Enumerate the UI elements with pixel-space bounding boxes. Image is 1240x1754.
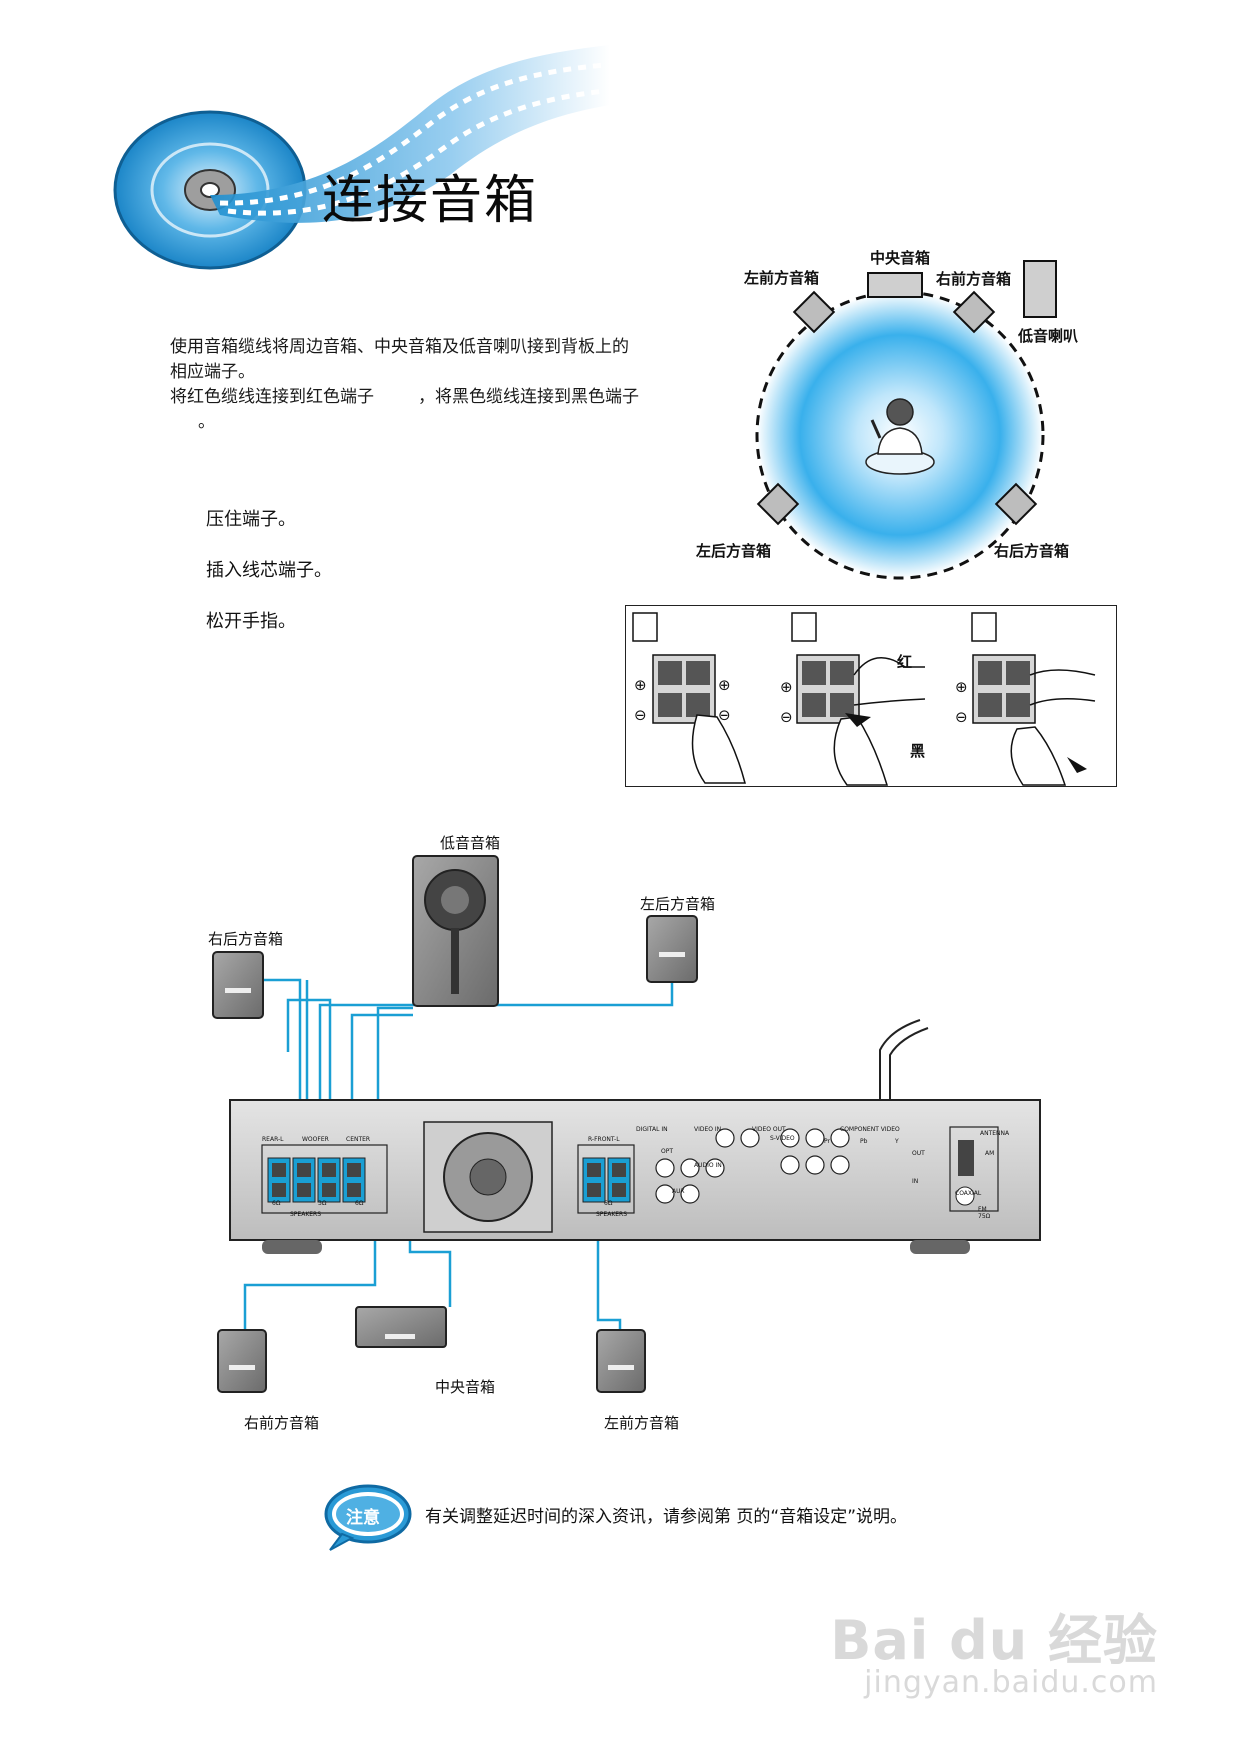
finger-3 bbox=[1010, 726, 1067, 786]
panel-label-video-out: VIDEO OUT bbox=[752, 1126, 786, 1133]
terminal-block-3 bbox=[972, 654, 1096, 724]
wire-label-black: 黑 bbox=[910, 742, 926, 760]
conn-label-rear-left: 左后方音箱 bbox=[640, 895, 716, 913]
receiver-back-panel bbox=[229, 1019, 1041, 1254]
rear-left-speaker bbox=[646, 915, 698, 983]
front-left-speaker bbox=[596, 1329, 646, 1393]
terminal-block-1 bbox=[652, 654, 716, 724]
conn-label-front-right: 右前方音箱 bbox=[244, 1414, 320, 1432]
panel-label-pb: Pb bbox=[860, 1138, 868, 1145]
layout-label-front-right: 右前方音箱 bbox=[936, 270, 1012, 288]
step-1: 压住端子。 bbox=[206, 509, 296, 530]
layout-label-rear-left: 左后方音箱 bbox=[696, 542, 772, 560]
conn-label-subwoofer: 低音音箱 bbox=[440, 834, 501, 852]
terminal-diagram-frame bbox=[625, 605, 1117, 787]
panel-label-fm: FM bbox=[978, 1206, 987, 1213]
conn-label-center: 中央音箱 bbox=[435, 1378, 496, 1396]
layout-label-front-left: 左前方音箱 bbox=[744, 269, 820, 287]
front-right-speaker-box bbox=[952, 290, 996, 334]
intro-line-1: 使用音箱缆线将周边音箱、中央音箱及低音喇叭接到背板上的 bbox=[170, 337, 629, 357]
panel-label-center: CENTER bbox=[346, 1136, 371, 1143]
rear-right-speaker-box bbox=[994, 482, 1038, 526]
panel-label-ohm-front: 6Ω bbox=[604, 1200, 613, 1207]
panel-label-in: IN bbox=[912, 1178, 919, 1185]
panel-label-opt: OPT bbox=[661, 1148, 674, 1155]
panel-label-svideo: S-VIDEO bbox=[770, 1135, 795, 1142]
terminal-minus-2: ⊖ bbox=[780, 708, 793, 726]
intro-line-3b: ，将黑色缆线连接到黑色端子 bbox=[418, 387, 639, 407]
step-box-3 bbox=[971, 612, 997, 642]
terminal-minus-1r: ⊖ bbox=[718, 706, 731, 724]
panel-label-pr: Pr bbox=[824, 1138, 830, 1145]
front-right-speaker bbox=[217, 1329, 267, 1393]
panel-label-rear-l: REAR-L bbox=[262, 1136, 284, 1143]
note-text: 有关调整延迟时间的深入资讯，请参阅第 页的“音箱设定”说明。 bbox=[425, 1507, 908, 1527]
panel-label-ohm-a: 6Ω bbox=[272, 1200, 281, 1207]
intro-line-4: 。 bbox=[198, 412, 215, 432]
panel-label-am: AM bbox=[985, 1150, 995, 1157]
header-disc-graphic bbox=[113, 45, 610, 270]
listener-figure bbox=[865, 398, 935, 475]
panel-label-component-video: COMPONENT VIDEO bbox=[840, 1126, 900, 1133]
intro-line-3a: 将红色缆线连接到红色端子 bbox=[170, 387, 374, 407]
subwoofer-box bbox=[1023, 260, 1057, 318]
page-title: 连接音箱 bbox=[322, 171, 539, 231]
panel-label-ohm-b: 3Ω bbox=[318, 1200, 327, 1207]
panel-label-ohm-c: 6Ω bbox=[355, 1200, 364, 1207]
speaker-layout-diagram bbox=[755, 260, 1057, 580]
step-box-2 bbox=[791, 612, 817, 642]
terminal-minus-3: ⊖ bbox=[955, 708, 968, 726]
finger-2 bbox=[833, 716, 889, 786]
panel-label-speakers-front: SPEAKERS bbox=[596, 1211, 628, 1218]
note-badge bbox=[324, 1484, 412, 1551]
intro-text: 使用音箱缆线将周边音箱、中央音箱及低音喇叭接到背板上的 相应端子。 将红色缆线连… bbox=[170, 335, 690, 435]
connection-diagram bbox=[212, 855, 1041, 1393]
panel-label-video-in: VIDEO IN bbox=[694, 1126, 722, 1133]
terminal-block-2 bbox=[796, 654, 926, 724]
terminal-minus-1: ⊖ bbox=[634, 706, 647, 724]
layout-label-subwoofer: 低音喇叭 bbox=[1018, 327, 1079, 345]
panel-label-speakers: SPEAKERS bbox=[290, 1211, 322, 1218]
rear-left-speaker-box bbox=[756, 482, 800, 526]
intro-line-3: 将红色缆线连接到红色端子 ，将黑色缆线连接到黑色端子 bbox=[170, 385, 690, 410]
finger-1 bbox=[691, 714, 746, 784]
terminal-plus-3: ⊕ bbox=[955, 678, 968, 696]
panel-label-out: OUT bbox=[912, 1150, 925, 1157]
terminal-diagram bbox=[632, 612, 1096, 786]
terminal-plus-2: ⊕ bbox=[780, 678, 793, 696]
panel-label-coaxial: COAXIAL bbox=[955, 1190, 982, 1197]
release-arrow bbox=[1067, 757, 1087, 773]
panel-label-aux: AUX bbox=[672, 1188, 685, 1195]
center-speaker bbox=[355, 1306, 447, 1348]
note-badge-text: 注意 bbox=[346, 1508, 380, 1528]
terminal-plus-1r: ⊕ bbox=[718, 676, 731, 694]
rear-right-speaker bbox=[212, 951, 264, 1019]
step-2: 插入线芯端子。 bbox=[206, 560, 332, 581]
conn-label-rear-right: 右后方音箱 bbox=[208, 930, 284, 948]
wire-label-red: 红 bbox=[897, 653, 913, 671]
step-box-1 bbox=[632, 612, 658, 642]
panel-label-y: Y bbox=[895, 1138, 899, 1145]
panel-label-antenna: ANTENNA bbox=[980, 1130, 1010, 1137]
subwoofer-unit bbox=[412, 855, 499, 1007]
layout-label-rear-right: 右后方音箱 bbox=[994, 542, 1070, 560]
panel-label-digital-in: DIGITAL IN bbox=[636, 1126, 668, 1133]
conn-label-front-left: 左前方音箱 bbox=[604, 1414, 680, 1432]
panel-label-front: R-FRONT-L bbox=[588, 1136, 620, 1143]
watermark-url: jingyan.baidu.com bbox=[864, 1665, 1158, 1700]
step-3: 松开手指。 bbox=[206, 611, 296, 632]
panel-label-fm-ohm: 75Ω bbox=[978, 1213, 991, 1220]
panel-label-audio-in: AUDIO IN bbox=[694, 1162, 722, 1169]
layout-label-center: 中央音箱 bbox=[870, 249, 931, 267]
push-arrow bbox=[845, 713, 871, 727]
front-left-speaker-box bbox=[792, 290, 836, 334]
watermark-brand: Bai du 经验 bbox=[830, 1609, 1158, 1672]
intro-line-2: 相应端子。 bbox=[170, 362, 255, 382]
terminal-plus-1: ⊕ bbox=[634, 676, 647, 694]
panel-label-woofer: WOOFER bbox=[302, 1136, 329, 1143]
center-speaker-box bbox=[867, 272, 923, 298]
